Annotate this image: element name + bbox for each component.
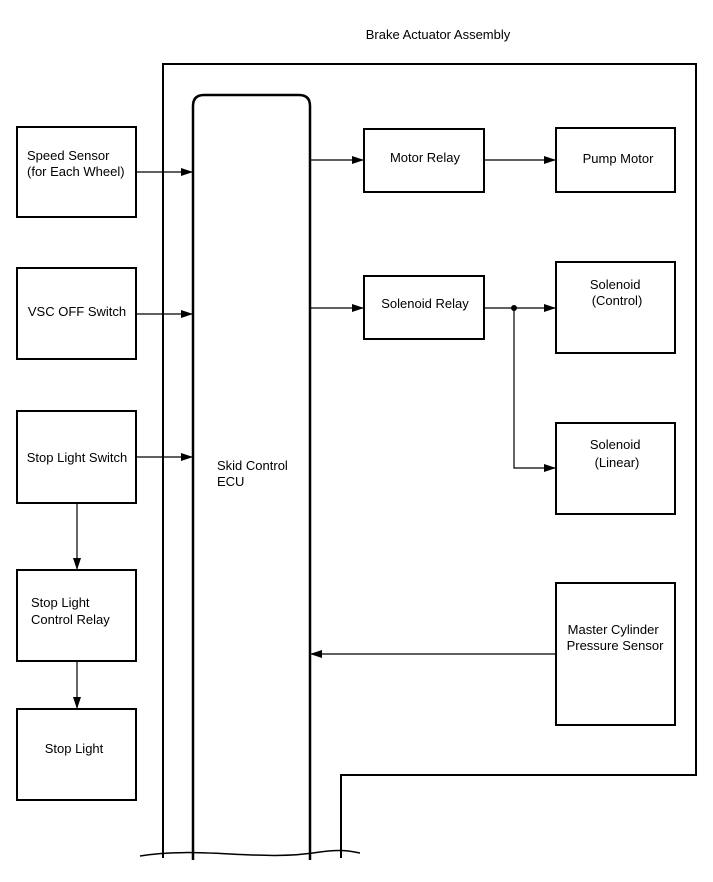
skid-control-ecu-label: Skid Control ECU [217,458,291,489]
stop-light-control-relay-block: Stop Light Control Relay [16,569,137,662]
master-cylinder-pressure-sensor-block: Master Cylinder Pressure Sensor [555,582,676,726]
svg-text:Solenoid (Control): Solenoid (Control) [590,277,644,308]
stop-light-switch-block: Stop Light Switch [16,410,137,504]
solenoid-control-block: Solenoid (Control) [555,261,676,354]
solenoid-linear-block: Solenoid (Linear) [555,422,676,515]
vsc-off-switch-block: VSC OFF Switch [16,267,137,360]
speed-sensor-block: Speed Sensor (for Each Wheel) [16,126,137,218]
svg-text:Master Cylinder Pressure: Master Cylinder Pressure Sensor [567,622,664,653]
svg-text:VSC OFF Switch: VSC OFF Switch [28,304,126,319]
arrow-solenoid-relay-to-solenoid-linear [513,308,556,472]
motor-relay-block: Motor Relay [363,128,485,193]
svg-text:Solenoid (Linear): Solenoid (Linear) [590,437,644,470]
svg-text:Motor Relay: Motor Relay [390,150,461,165]
brake-actuator-assembly-outline [162,63,697,858]
pump-motor-block: Pump Motor [555,127,676,193]
svg-text:Stop Light Control Relay: Stop Light Control Relay [31,595,110,627]
diagram-cut-line [139,849,361,857]
svg-text:Stop Light Switch: Stop Light Switch [27,450,127,465]
svg-text:Pump Motor: Pump Motor [583,151,654,166]
solenoid-relay-block: Solenoid Relay [363,275,485,340]
svg-text:Solenoid Relay: Solenoid Relay [381,296,469,311]
svg-text:Stop Light: Stop Light [45,741,104,756]
brake-actuator-assembly-label: Brake Actuator Assembly [366,27,511,42]
skid-control-ecu-box [191,93,312,860]
stop-light-block: Stop Light [16,708,137,801]
svg-text:Speed Sensor (for Each W: Speed Sensor (for Each Wheel) [27,148,125,179]
